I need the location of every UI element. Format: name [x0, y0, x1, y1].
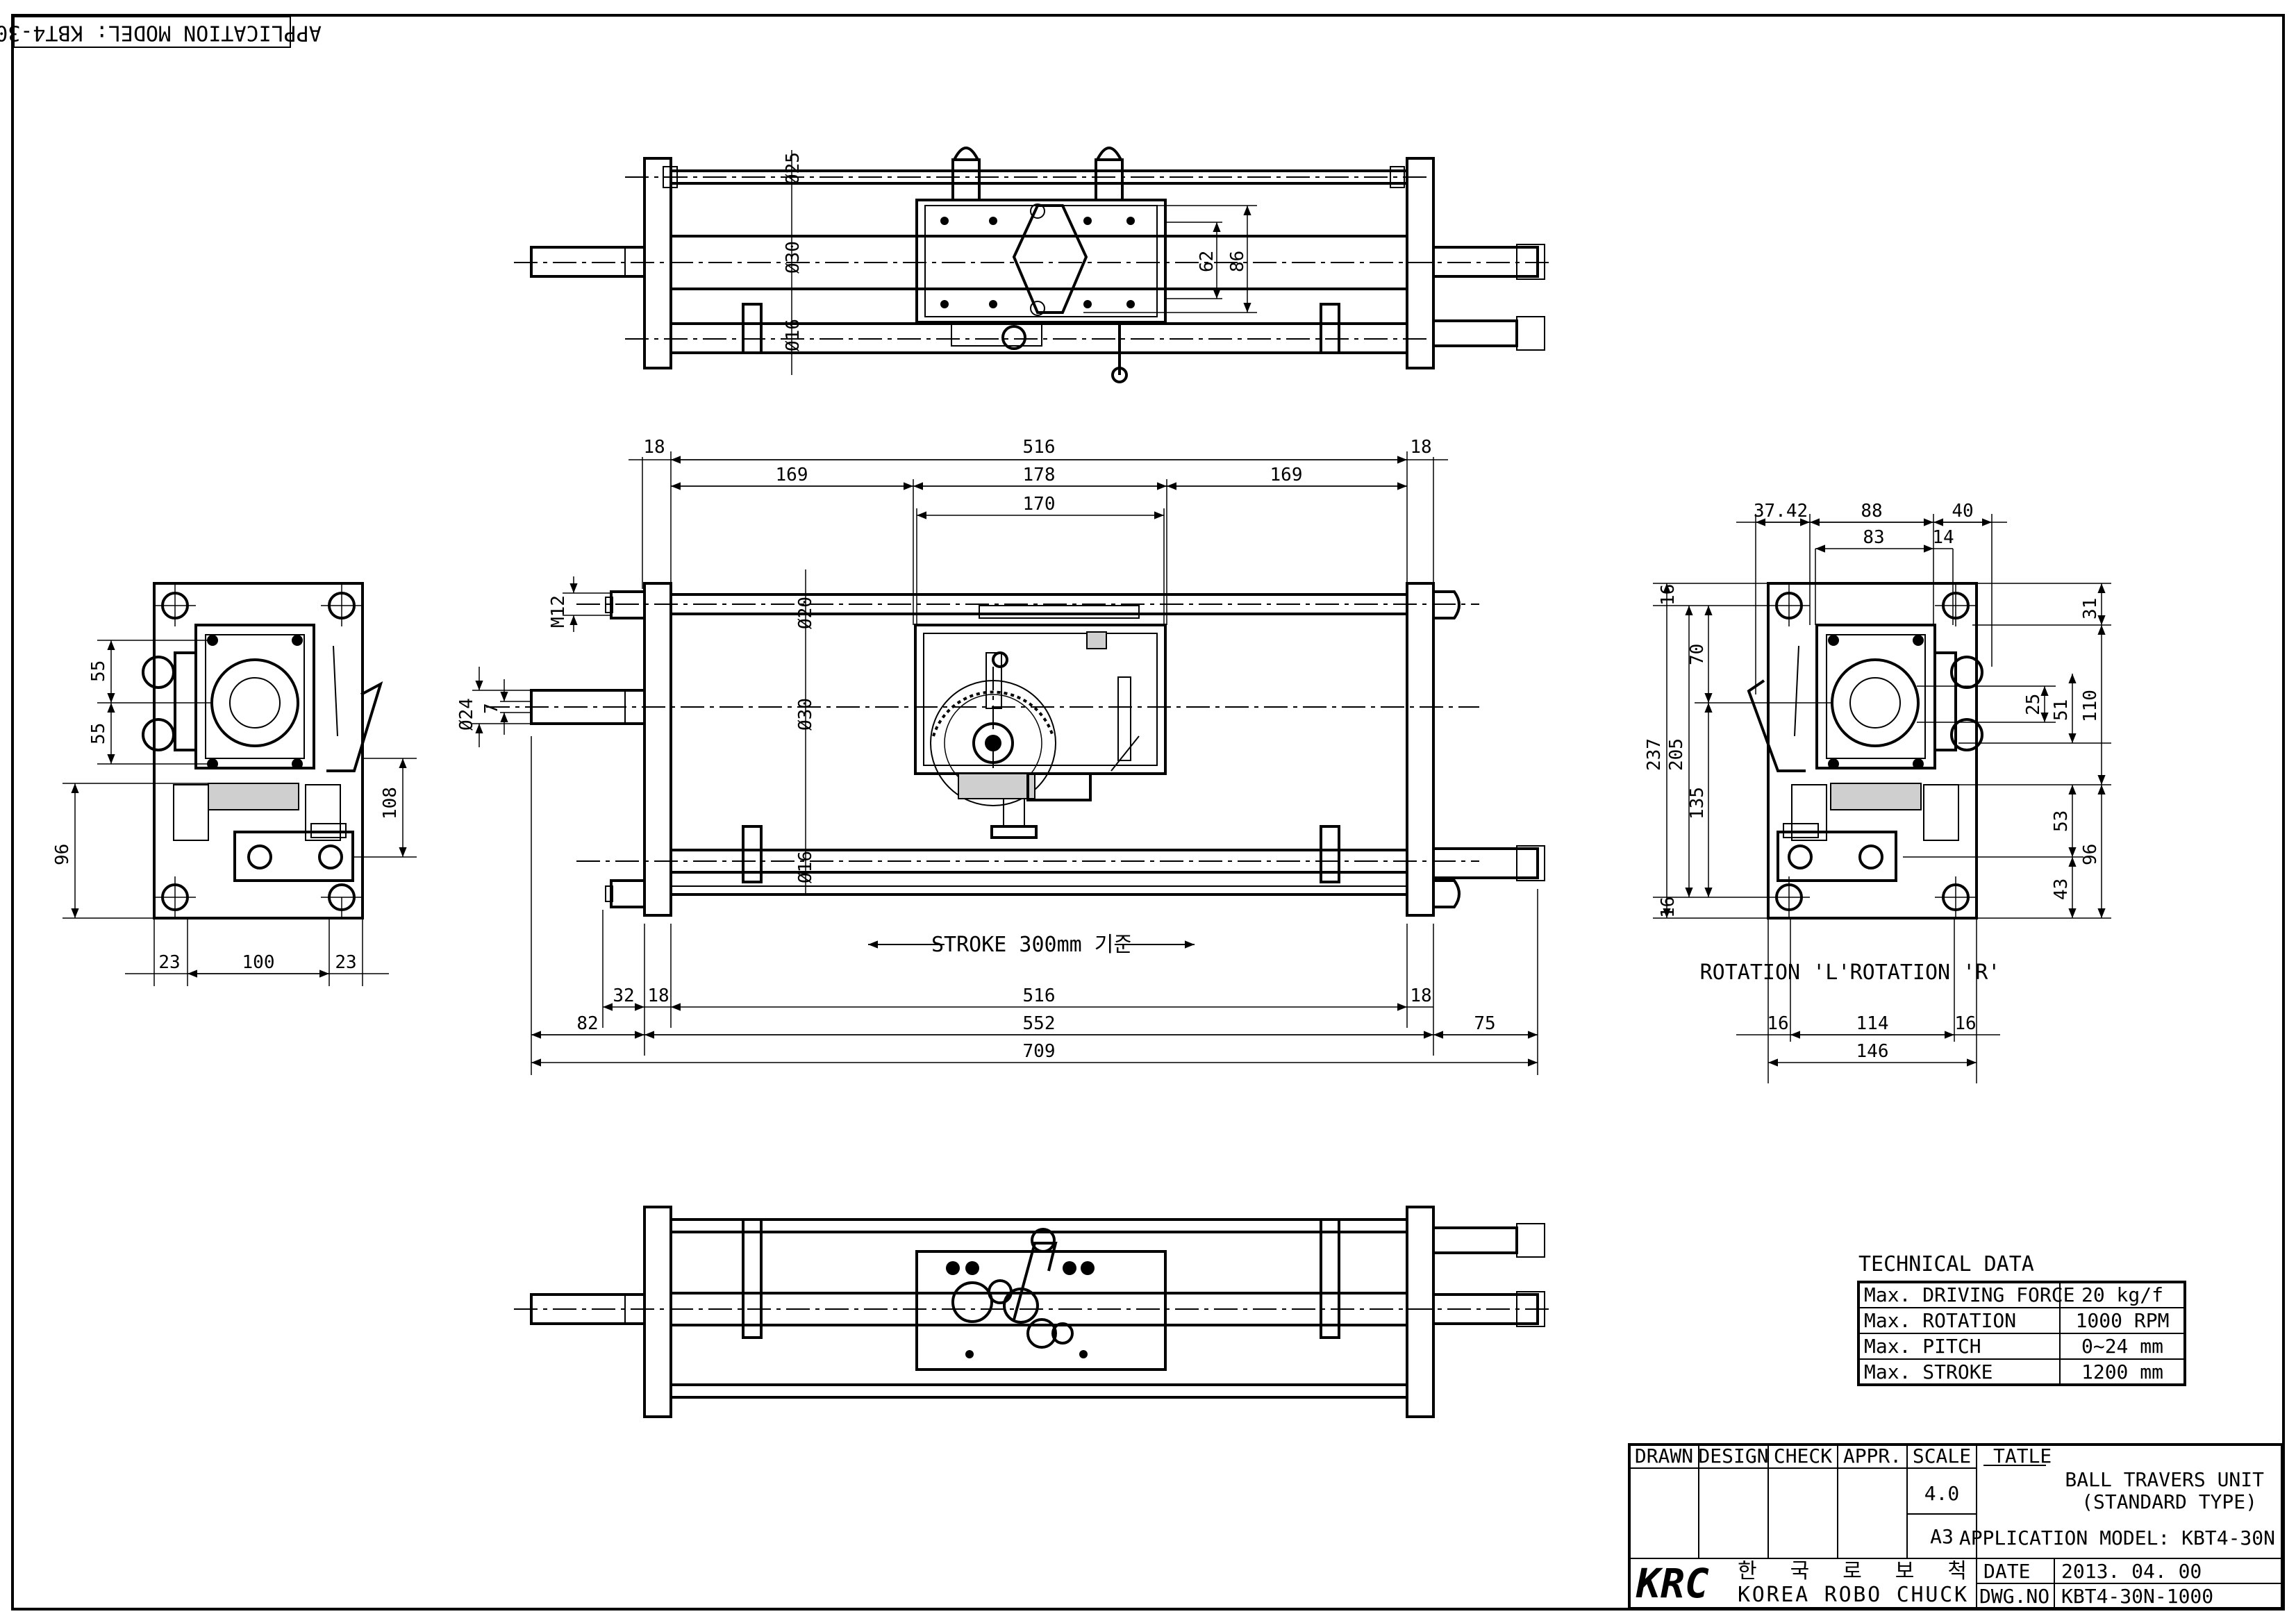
tb-application-model: APPLICATION MODEL: KBT4-30N: [1959, 1526, 2275, 1549]
right-b114: 114: [1856, 1013, 1889, 1034]
left-side-view: 55 55 96 108 23 100 23: [52, 582, 417, 986]
krc-logo: KRC: [1636, 1560, 1709, 1607]
right-d31: 31: [2080, 598, 2101, 619]
front-178: 178: [1023, 465, 1056, 485]
right-d25: 25: [2023, 694, 2044, 715]
tech-row-4-value: 1200 mm: [2081, 1360, 2163, 1383]
tb-dwg-label: DWG.NO: [1979, 1585, 2049, 1608]
front-169-right: 169: [1270, 465, 1303, 485]
tech-row-1-value: 20 kg/f: [2081, 1283, 2163, 1306]
tech-row-4-label: Max. STROKE: [1864, 1360, 1993, 1383]
tb-scale-value: 4.0: [1924, 1482, 1960, 1505]
tb-dwg-value: KBT4-30N-1000: [2061, 1585, 2213, 1608]
tb-title-line2: (STANDARD TYPE): [2081, 1490, 2257, 1513]
right-d53: 53: [2051, 810, 2072, 832]
right-b16-right: 16: [1954, 1013, 1976, 1034]
front-169-left: 169: [776, 465, 808, 485]
right-d37-42: 37.42: [1754, 501, 1808, 522]
right-d70: 70: [1687, 644, 1708, 665]
front-top-18-left: 18: [643, 437, 665, 458]
tb-header-check: CHECK: [1774, 1445, 1832, 1467]
right-d110: 110: [2080, 690, 2101, 722]
rotation-right-label: ROTATION 'R': [1850, 960, 2001, 985]
banner-text: APPLICATION MODEL: KBT4-30N: [0, 21, 322, 45]
rotation-left-label: ROTATION 'L': [1700, 960, 1851, 985]
left-d23-left: 23: [158, 952, 180, 973]
tb-title-line1: BALL TRAVERS UNIT: [2065, 1468, 2264, 1491]
top-dia16: Ø16: [783, 319, 804, 351]
right-b146: 146: [1856, 1041, 1889, 1062]
right-d16-top: 16: [1658, 584, 1679, 606]
left-d108: 108: [380, 787, 401, 819]
sheet-border: [11, 14, 2285, 1610]
right-d14: 14: [1932, 527, 1954, 548]
bottom-view: [514, 1206, 1549, 1418]
front-b32: 32: [613, 985, 634, 1006]
left-d100: 100: [242, 952, 275, 973]
tb-tatle-label: TATLE: [1993, 1445, 2052, 1467]
top-dim-86: 86: [1227, 251, 1248, 272]
tb-paper-size: A3: [1930, 1525, 1954, 1548]
right-side-view: 37.42 88 40 83 14 237 205 70 135 16 16 3…: [1644, 501, 2111, 1083]
top-view: Ø25 Ø30 Ø16 62 86: [514, 147, 1549, 383]
front-m12: M12: [548, 595, 569, 628]
front-b82: 82: [576, 1013, 598, 1034]
front-dia30: Ø30: [795, 698, 816, 731]
title-block: DRAWN DESIGN CHECK APPR. SCALE 4.0 A3 TA…: [1628, 1443, 2283, 1610]
tb-company-english: KOREA ROBO CHUCK: [1738, 1583, 1967, 1607]
tb-header-scale: SCALE: [1913, 1445, 1971, 1467]
front-seven: 7: [481, 703, 502, 714]
tb-header-drawn: DRAWN: [1635, 1445, 1693, 1467]
front-b552: 552: [1023, 1013, 1056, 1034]
right-d83: 83: [1863, 527, 1884, 548]
front-b75: 75: [1474, 1013, 1495, 1034]
top-dia30: Ø30: [783, 241, 804, 274]
tech-row-1-label: Max. DRIVING FORCE: [1864, 1283, 2074, 1306]
right-b16-left: 16: [1767, 1013, 1788, 1034]
tech-row-3-value: 0~24 mm: [2081, 1335, 2163, 1358]
right-d51: 51: [2051, 699, 2072, 721]
right-d40: 40: [1952, 501, 1973, 522]
front-dia16: Ø16: [795, 851, 816, 883]
front-top-18-right: 18: [1410, 437, 1431, 458]
right-d205: 205: [1666, 738, 1687, 771]
technical-data-title: TECHNICAL DATA: [1858, 1252, 2034, 1276]
front-view: 18 516 18 169 178 169 170: [456, 437, 1545, 1075]
tb-date-label: DATE: [1983, 1560, 2030, 1583]
tech-row-2-label: Max. ROTATION: [1864, 1309, 2016, 1332]
tech-row-3-label: Max. PITCH: [1864, 1335, 1981, 1358]
tb-header-design: DESIGN: [1698, 1445, 1768, 1467]
left-d23-right: 23: [335, 952, 356, 973]
technical-data-table: TECHNICAL DATA Max. DRIVING FORCE 20 kg/…: [1857, 1252, 2186, 1386]
front-b18-right: 18: [1410, 985, 1431, 1006]
front-dia20: Ø20: [795, 597, 816, 629]
tb-date-value: 2013. 04. 00: [2061, 1560, 2202, 1583]
left-d96: 96: [52, 844, 73, 865]
tb-company-korean: 한 국 로 보 척: [1738, 1559, 1967, 1583]
right-d88: 88: [1861, 501, 1882, 522]
stroke-note: STROKE 300mm 기준: [931, 933, 1133, 957]
tb-header-appr: APPR.: [1843, 1445, 1902, 1467]
right-d43: 43: [2051, 879, 2072, 900]
front-b516: 516: [1023, 985, 1056, 1006]
front-dia24: Ø24: [456, 698, 477, 731]
tech-row-2-value: 1000 RPM: [2076, 1309, 2170, 1332]
left-d55-bottom: 55: [88, 723, 109, 744]
right-d96: 96: [2080, 844, 2101, 865]
right-d237: 237: [1644, 738, 1665, 771]
front-b709: 709: [1023, 1041, 1056, 1062]
right-d135: 135: [1687, 787, 1708, 819]
front-b18-left: 18: [647, 985, 669, 1006]
application-model-banner: APPLICATION MODEL: KBT4-30N: [0, 16, 322, 48]
front-170: 170: [1023, 494, 1056, 515]
left-d55-top: 55: [88, 660, 109, 682]
top-dim-62: 62: [1197, 251, 1217, 272]
top-dia25: Ø25: [783, 152, 804, 185]
right-d16-bottom: 16: [1658, 897, 1679, 918]
front-top-516: 516: [1023, 437, 1056, 458]
